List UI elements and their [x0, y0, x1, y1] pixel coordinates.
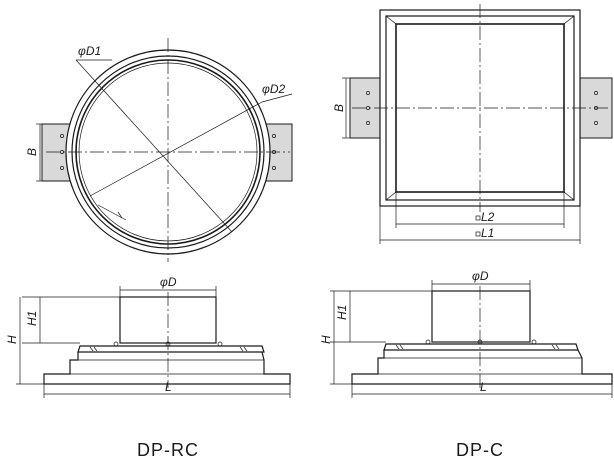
- dp-c-l1-label: L1: [481, 226, 494, 240]
- dp-c-corner-tl: [385, 15, 397, 25]
- dp-c-h1-label: H1: [335, 305, 349, 320]
- dp-rc-l-label: L: [165, 380, 172, 394]
- dp-rc-side-view: φD H1 H L: [5, 275, 291, 398]
- dp-c-plan-view: B L2 L1: [332, 4, 613, 244]
- dp-c-l1-square-symbol: [475, 231, 481, 237]
- dp-c-flange: [383, 343, 579, 351]
- dp-rc-caption: DP-RC: [137, 440, 199, 460]
- dp-c-corner-br: [563, 191, 575, 201]
- dp-rc-screw-3: [217, 341, 223, 347]
- dp-c-collar: [431, 290, 531, 343]
- dp-rc-screw-1: [113, 341, 119, 347]
- dp-rc-radius-mark: [117, 211, 123, 219]
- dp-rc-h-label: H: [5, 335, 19, 344]
- dp-c-screw-1: [425, 339, 431, 345]
- dp-c-base: [351, 349, 613, 385]
- dp-rc-plan-view: φD1 φD2 B: [25, 38, 293, 262]
- dp-rc-clip-marks: [89, 346, 248, 352]
- dp-rc-d1-label: φD1: [78, 44, 101, 58]
- dp-c-l2-label: L2: [481, 210, 495, 224]
- dp-c-screw-3: [531, 339, 537, 345]
- dp-c-h-label: H: [319, 335, 333, 344]
- dp-c-corner-bl: [385, 191, 397, 201]
- dp-c-d-label: φD: [472, 269, 489, 283]
- dp-rc-b-label: B: [25, 148, 39, 156]
- dp-rc-flange: [77, 345, 265, 353]
- dp-c-left-screws: [366, 91, 370, 125]
- dp-c-l-label: L: [480, 380, 487, 394]
- dp-rc-d2-leader: [89, 101, 263, 197]
- dp-c-caption: DP-C: [456, 440, 504, 460]
- dp-rc-d1-leader: [75, 59, 233, 233]
- dp-rc-d2-label: φD2: [262, 82, 285, 96]
- dp-c-corner-tr: [563, 15, 575, 25]
- dp-rc-h1-label: H1: [25, 311, 39, 326]
- dp-c-clip-marks: [395, 344, 560, 350]
- dp-rc-d2-shelf: [261, 93, 293, 103]
- dp-c-side-view: φD H1 H L: [319, 269, 613, 398]
- dp-rc-d-label: φD: [160, 275, 177, 289]
- dp-c-l2-square-symbol: [475, 215, 481, 221]
- dp-c-b-label: B: [332, 104, 346, 112]
